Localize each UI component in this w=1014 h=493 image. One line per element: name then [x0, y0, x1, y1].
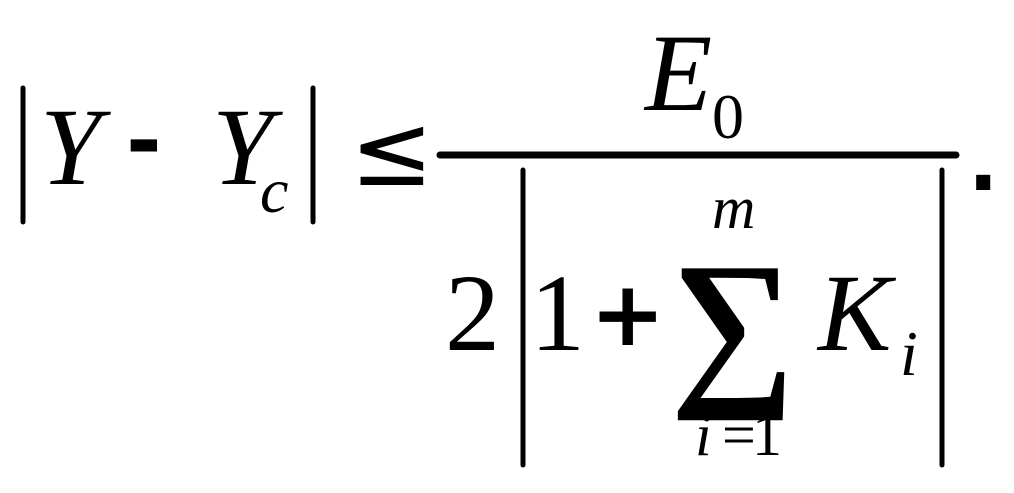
lhs-variable-yc: Y: [212, 86, 283, 208]
denominator-one: 1: [530, 252, 585, 374]
less-equal-sign: ≤: [350, 92, 434, 209]
numerator-variable-e: E: [643, 12, 712, 134]
period: .: [968, 116, 998, 209]
sum-lower-value: 1: [752, 402, 782, 468]
denominator-coefficient: 2: [445, 252, 500, 374]
plus-sign: +: [590, 262, 665, 367]
sum-lower-index: i: [695, 402, 712, 468]
term-variable-k: K: [816, 252, 897, 374]
lhs-variable-y: Y: [40, 86, 111, 208]
minus-sign: -: [126, 91, 162, 191]
term-subscript-i: i: [900, 318, 918, 389]
summation-symbol: ∑: [670, 227, 795, 421]
sum-lower-equals: =: [722, 402, 756, 468]
numerator-subscript-0: 0: [712, 81, 744, 152]
lhs-subscript-c: c: [260, 155, 288, 226]
sum-upper-limit: m: [712, 175, 755, 241]
